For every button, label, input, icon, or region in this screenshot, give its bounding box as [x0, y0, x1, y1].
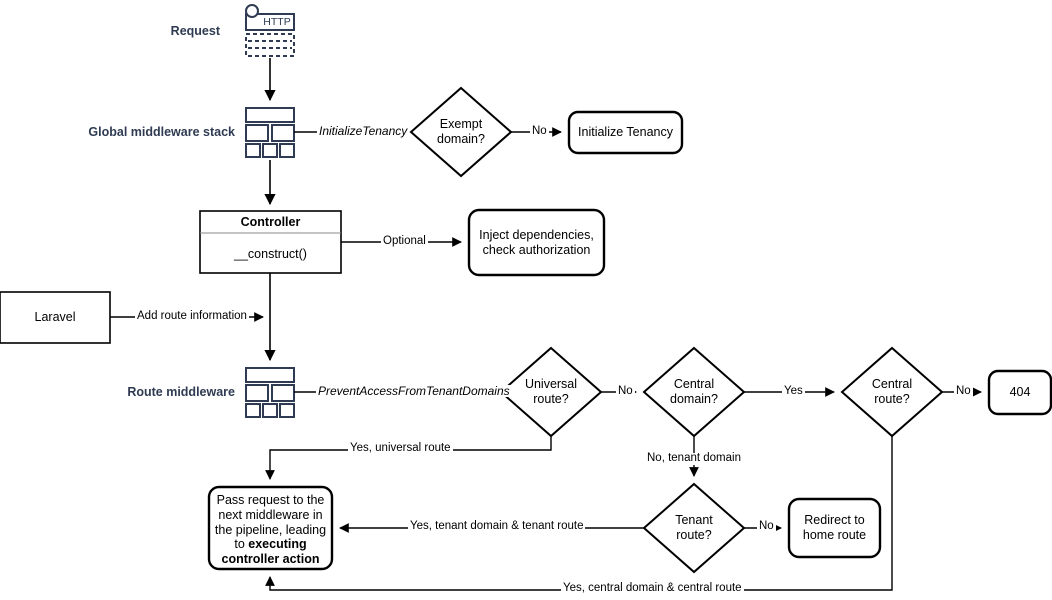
- edge-label-central-route-no: No: [954, 385, 973, 398]
- edge-label-central-domain-yes: Yes: [782, 385, 805, 398]
- inject-dependencies-node[interactable]: [467, 208, 606, 277]
- controller-title: Controller: [240, 215, 301, 229]
- central-route-decision[interactable]: [840, 346, 944, 438]
- edge-label-tenant-yes: Yes, tenant domain & tenant route: [408, 520, 586, 533]
- edge-label-no-tenant-domain: No, tenant domain: [645, 452, 743, 465]
- lane-label-route-middleware: Route middleware: [127, 385, 235, 399]
- laravel-node[interactable]: [0, 291, 111, 344]
- edge-label-exempt-no: No: [530, 125, 549, 138]
- exempt-domain-decision[interactable]: [409, 86, 513, 178]
- edge-label-initialize-tenancy: InitializeTenancy: [317, 124, 410, 138]
- lane-label-request: Request: [170, 24, 220, 38]
- central-domain-decision[interactable]: [642, 346, 746, 438]
- not-found-node[interactable]: [987, 369, 1052, 416]
- edge-label-universal-no: No: [616, 385, 635, 398]
- global-middleware-stack-icon: [245, 107, 295, 158]
- route-middleware-stack-icon: [245, 367, 295, 418]
- initialize-tenancy-node[interactable]: [567, 110, 684, 155]
- edge-label-universal-yes: Yes, universal route: [348, 442, 453, 455]
- controller-node[interactable]: [199, 210, 342, 274]
- pass-request-node[interactable]: [207, 485, 334, 571]
- edge-label-add-route-information: Add route information: [135, 310, 249, 323]
- edge-label-central-yes: Yes, central domain & central route: [561, 582, 744, 595]
- edge-label-tenant-no: No: [757, 520, 776, 533]
- edge-label-optional: Optional: [381, 235, 428, 248]
- edge-label-prevent-access: PreventAccessFromTenantDomains: [316, 384, 512, 398]
- universal-route-decision[interactable]: [499, 346, 603, 438]
- lane-label-global-middleware-stack: Global middleware stack: [88, 125, 235, 139]
- tenant-route-decision[interactable]: [642, 482, 746, 574]
- redirect-home-node[interactable]: [787, 497, 882, 559]
- http-request-icon: [245, 4, 295, 57]
